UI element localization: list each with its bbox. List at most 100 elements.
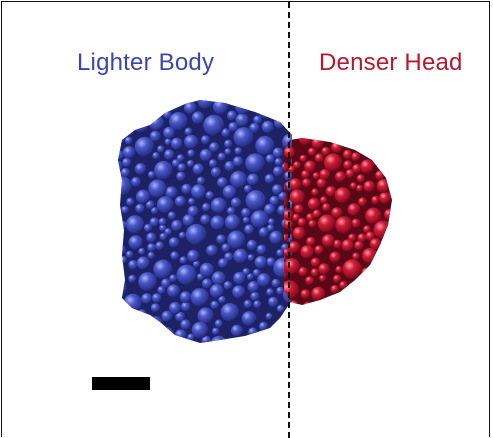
particle-sphere [200, 135, 211, 145]
particle-sphere [153, 259, 173, 279]
particle-sphere [224, 139, 233, 148]
particle-sphere [246, 346, 254, 354]
particle-sphere [243, 184, 252, 193]
particle-sphere [334, 187, 351, 204]
particle-sphere [288, 241, 300, 254]
particle-sphere [351, 152, 361, 162]
particle-sphere [125, 127, 134, 136]
particle-sphere [267, 218, 275, 226]
particle-sphere [179, 256, 188, 265]
particle-sphere [145, 200, 155, 210]
particle-sphere [312, 126, 320, 134]
particle-sphere [131, 176, 141, 187]
particle-sphere [312, 172, 320, 180]
particle-sphere [357, 233, 367, 243]
particle-sphere [210, 197, 227, 214]
particle-sphere [387, 259, 392, 278]
particle-sphere [147, 243, 156, 252]
particle-sphere [389, 238, 392, 252]
particle-sphere [264, 203, 275, 215]
particle-sphere [341, 239, 354, 252]
particle-sphere [390, 276, 392, 285]
particle-sphere [119, 256, 128, 264]
particle-sphere [134, 136, 155, 157]
particle-sphere [265, 154, 275, 164]
particle-sphere [118, 264, 123, 278]
particle-sphere [276, 249, 284, 257]
particle-sphere [188, 197, 196, 206]
particle-sphere [120, 167, 130, 178]
particle-sphere [284, 258, 301, 275]
particle-sphere [375, 170, 385, 181]
denser-head-particles [284, 126, 392, 305]
particle-sphere [319, 274, 327, 282]
particle-sphere [292, 226, 306, 240]
particle-sphere [343, 149, 353, 160]
particle-sphere [123, 293, 143, 313]
particle-sphere [382, 129, 391, 138]
particle-sphere [345, 169, 355, 178]
particle-sphere [306, 236, 316, 247]
particle-sphere [221, 128, 231, 138]
particle-sphere [180, 301, 191, 312]
particle-sphere [125, 215, 145, 234]
particle-sphere [118, 208, 123, 219]
particle-sphere [311, 138, 325, 149]
particle-sphere [180, 319, 191, 330]
particle-sphere [209, 284, 224, 298]
particle-sphere [138, 346, 145, 353]
particle-sphere [122, 146, 136, 159]
particle-sphere [379, 192, 391, 204]
particle-sphere [246, 239, 258, 251]
particle-sphere [289, 178, 302, 191]
particle-sphere [321, 234, 335, 248]
particle-sphere [301, 170, 310, 179]
particle-sphere [391, 295, 392, 305]
particle-sphere [347, 203, 361, 216]
particle-sphere [151, 293, 162, 303]
particle-sphere [284, 233, 289, 242]
particle-sphere [187, 333, 195, 341]
particle-sphere [191, 111, 205, 124]
particle-sphere [218, 258, 229, 269]
particle-sphere [157, 145, 165, 153]
particle-sphere [232, 156, 244, 167]
particle-sphere [269, 230, 283, 244]
particle-sphere [107, 88, 118, 99]
particle-sphere [212, 327, 220, 335]
particle-sphere [154, 160, 173, 180]
particle-sphere [352, 252, 360, 261]
particle-sphere [210, 300, 220, 310]
particle-sphere [128, 260, 138, 270]
particle-sphere [274, 157, 283, 166]
particle-sphere [210, 215, 225, 230]
particle-sphere [327, 138, 342, 143]
particle-sphere [176, 264, 197, 285]
particle-sphere [118, 100, 126, 107]
particle-sphere [193, 343, 203, 353]
particle-sphere [138, 272, 158, 292]
particle-sphere [311, 286, 326, 301]
denser-head-label: Denser Head [319, 49, 463, 76]
particle-sphere [118, 320, 120, 335]
particle-sphere [211, 271, 226, 286]
particle-sphere [133, 108, 142, 117]
particle-sphere [300, 245, 314, 259]
particle-sphere [272, 166, 284, 177]
scale-bar [92, 377, 150, 390]
particle-sphere [164, 149, 175, 160]
particle-sphere [329, 251, 341, 263]
particle-sphere [225, 100, 235, 101]
particle-sphere [271, 278, 281, 288]
particle-sphere [158, 217, 167, 226]
particle-sphere [120, 336, 128, 343]
particle-sphere [264, 338, 284, 343]
particle-sphere [376, 179, 391, 193]
particle-sphere [118, 103, 121, 114]
particle-sphere [261, 120, 274, 134]
particle-sphere [245, 190, 266, 211]
particle-sphere [297, 217, 307, 227]
particle-sphere [174, 329, 187, 341]
particle-sphere [268, 330, 276, 338]
particle-sphere [148, 171, 156, 179]
